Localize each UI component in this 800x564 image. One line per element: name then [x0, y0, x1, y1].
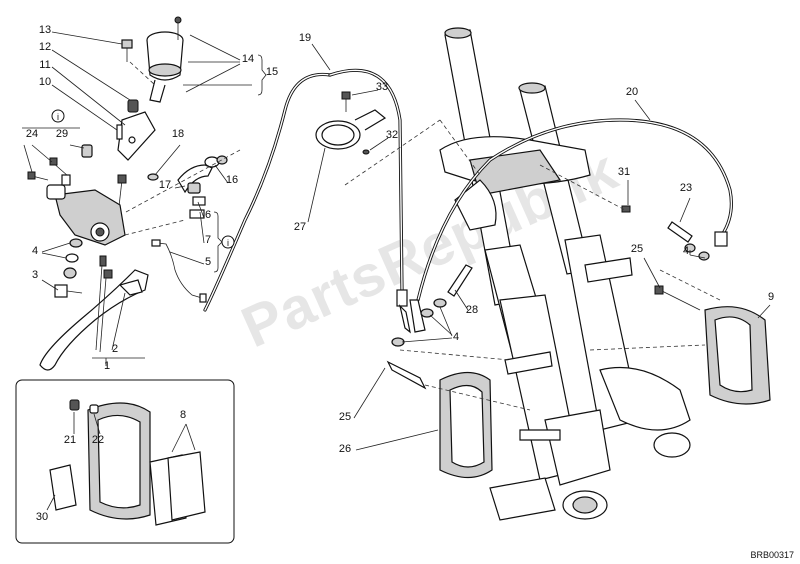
callout-c27: 27 — [294, 221, 306, 233]
callout-c24: 24 — [26, 128, 38, 140]
callout-c8: 8 — [180, 409, 186, 421]
callout-c4b: 4 — [453, 331, 459, 343]
callout-c26: 26 — [339, 443, 351, 455]
info-marker-top-glyph: i — [57, 112, 59, 122]
callout-c1: 1 — [104, 360, 110, 372]
callout-c17: 17 — [159, 179, 171, 191]
master-cylinder-assembly — [27, 16, 228, 371]
callout-c4c: 4 — [683, 245, 689, 257]
info-marker-top[interactable]: i — [51, 109, 65, 123]
callout-c33: 33 — [376, 81, 388, 93]
caliper-26 — [353, 360, 531, 479]
callout-c28: 28 — [466, 304, 478, 316]
brake-hose-19 — [203, 43, 411, 334]
info-marker-right-glyph: i — [227, 238, 229, 248]
callout-c14: 14 — [242, 53, 254, 65]
callout-c25b: 25 — [339, 411, 351, 423]
callout-c22: 22 — [92, 434, 104, 446]
callout-c6: 6 — [205, 209, 211, 221]
callout-c16: 16 — [226, 174, 238, 186]
callout-c20: 20 — [626, 86, 638, 98]
callout-c3: 3 — [32, 269, 38, 281]
callout-c5: 5 — [205, 256, 211, 268]
callout-c23: 23 — [680, 182, 692, 194]
callout-c2: 2 — [112, 343, 118, 355]
callout-c15: 15 — [266, 66, 278, 78]
inset-caliper-detail — [15, 379, 235, 544]
callout-c31: 31 — [618, 166, 630, 178]
callout-c30: 30 — [36, 511, 48, 523]
callout-c4a: 4 — [32, 245, 38, 257]
callout-c21: 21 — [64, 434, 76, 446]
callout-c25a: 25 — [631, 243, 643, 255]
banjo-bolt-28 — [391, 264, 511, 361]
callout-c9: 9 — [768, 291, 774, 303]
callout-c13: 13 — [39, 24, 51, 36]
callout-c12: 12 — [39, 41, 51, 53]
callout-c19: 19 — [299, 32, 311, 44]
callout-c29: 29 — [56, 128, 68, 140]
brake-hose-20 — [344, 99, 771, 405]
drawing-code: BRB00317 — [750, 550, 794, 560]
front-fork — [439, 27, 691, 521]
leader-lines-left — [22, 31, 267, 366]
callout-c10: 10 — [39, 76, 51, 88]
callout-c7: 7 — [205, 234, 211, 246]
callout-c11: 11 — [39, 59, 50, 71]
callout-c32: 32 — [386, 129, 398, 141]
info-marker-right[interactable]: i — [221, 235, 235, 249]
callout-c18: 18 — [172, 128, 184, 140]
